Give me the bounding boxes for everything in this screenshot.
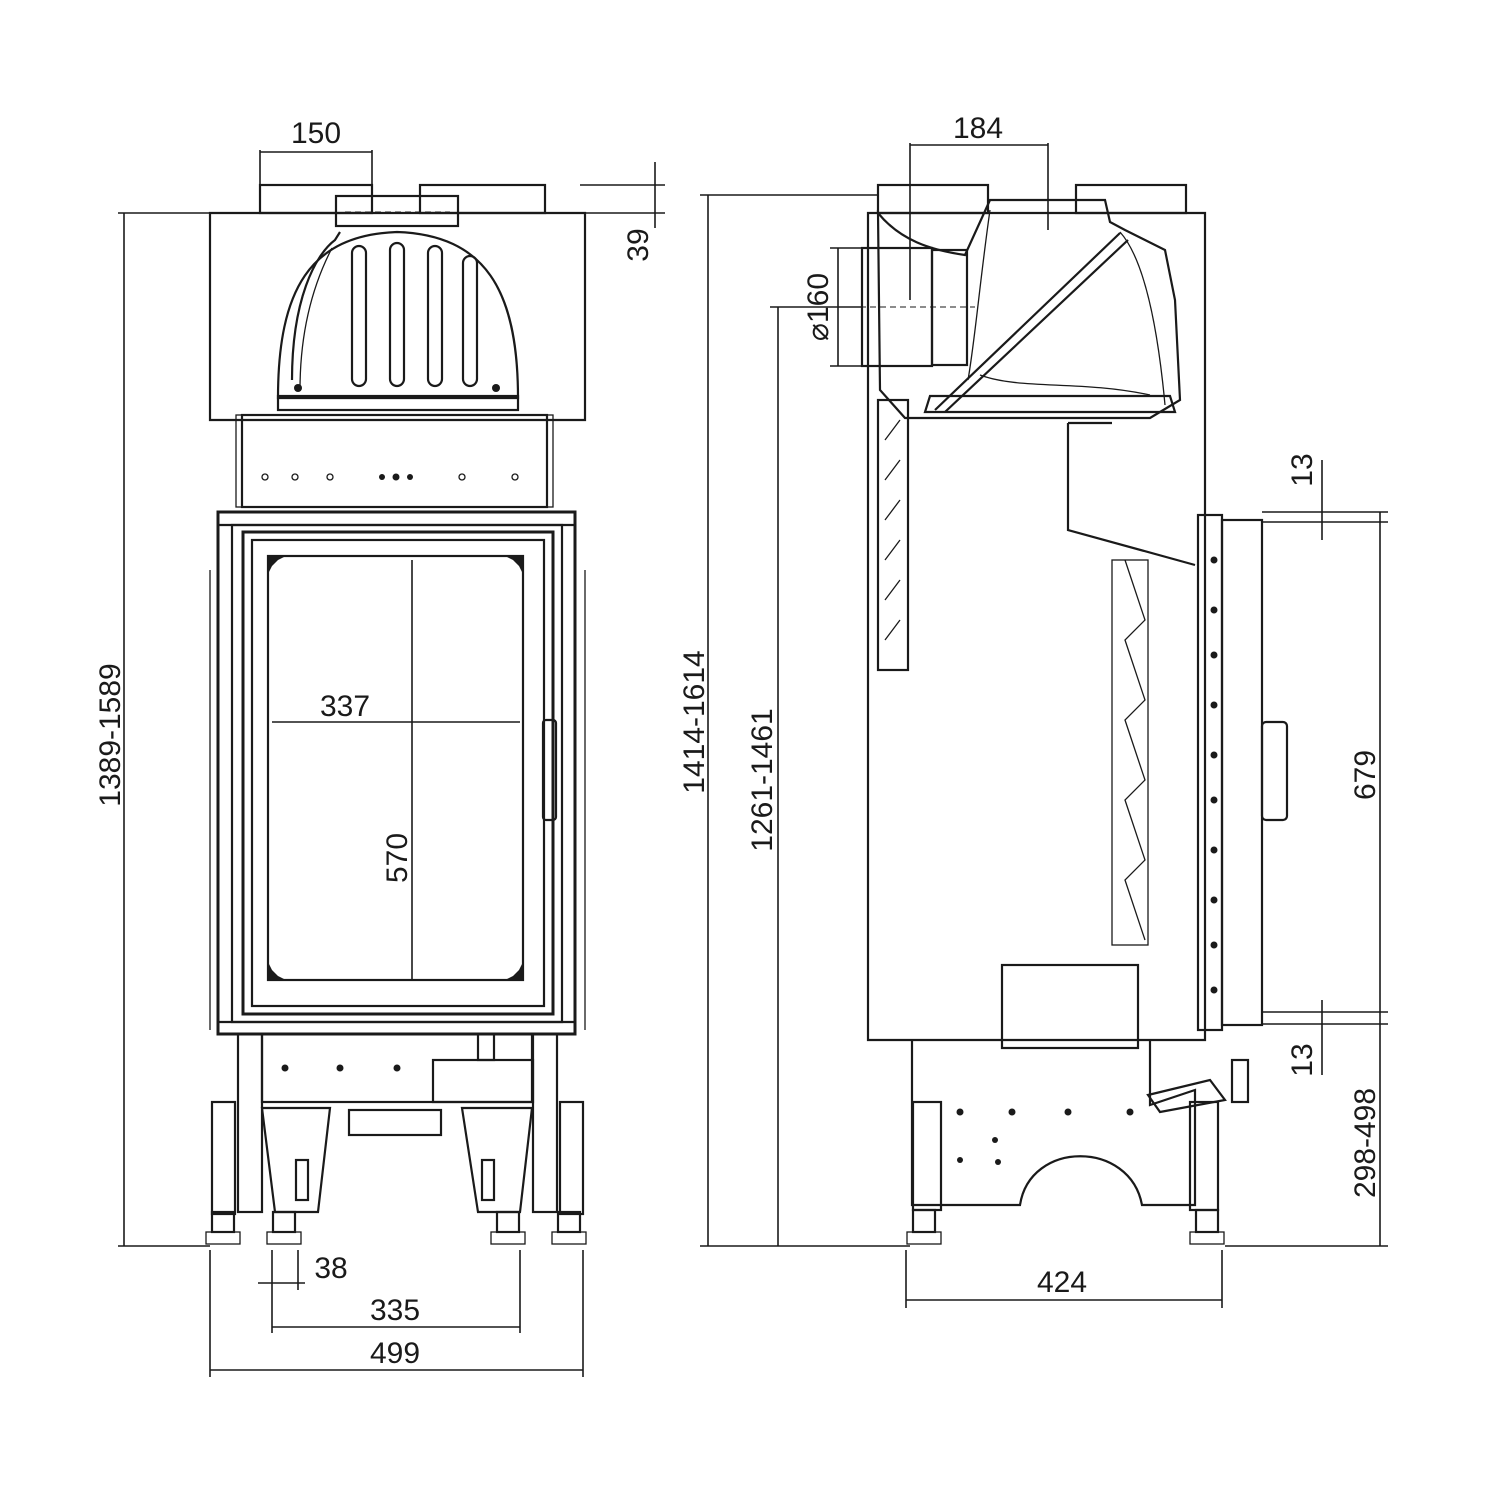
- side-view: [840, 183, 1289, 1245]
- side-door-handle: [1260, 720, 1289, 822]
- front-door: [241, 530, 555, 1016]
- front-heat-exchanger-dome: [276, 230, 520, 400]
- front-legs: [205, 1032, 587, 1245]
- front-dim-top-offset: 39: [622, 228, 655, 261]
- side-baffle: [1066, 423, 1196, 567]
- front-top-flange: [334, 194, 460, 228]
- side-ash-box: [1000, 963, 1140, 1050]
- side-legs: [906, 1100, 1225, 1245]
- side-vent-rear: [1124, 559, 1146, 941]
- side-dim-outlet-offset: 184: [953, 112, 1003, 145]
- side-dim-leg-height: 298-498: [1349, 1088, 1382, 1198]
- side-door-profile: [1196, 513, 1224, 1032]
- front-air-control: [431, 1058, 535, 1104]
- side-stand: [910, 1040, 1197, 1207]
- side-heat-exchanger: [876, 198, 1182, 420]
- front-outlet-right: [418, 183, 547, 215]
- front-dim-total-height: 1389-1589: [94, 663, 127, 806]
- side-body: [866, 211, 1207, 1042]
- side-dim-door-height: 679: [1349, 750, 1382, 800]
- side-dimensions: 184 ⌀160 1414-1614 1261-1461 13 679 13 2…: [678, 112, 1388, 1308]
- front-dim-foot-offset: 38: [314, 1252, 347, 1285]
- side-dim-total-height: 1414-1614: [678, 650, 711, 793]
- front-dimensions: 150 39 1389-1589 337 570 38 335 499: [94, 117, 665, 1377]
- front-view: [205, 183, 587, 1245]
- front-glass: [266, 554, 525, 982]
- front-control-panel: [240, 413, 549, 509]
- side-outlet-left: [876, 183, 990, 215]
- side-dim-flue-height: 1261-1461: [746, 708, 779, 851]
- front-dim-glass-height: 570: [381, 833, 414, 883]
- front-dim-glass-width: 337: [320, 690, 370, 723]
- front-door-handle: [541, 718, 558, 822]
- front-outlet-left: [258, 183, 374, 215]
- front-door-frame: [216, 510, 577, 1036]
- side-dim-door-bottom-gap: 13: [1286, 1043, 1319, 1076]
- side-vent-left: [876, 398, 910, 672]
- front-dome-base: [276, 394, 520, 412]
- front-dim-foot-spacing: 335: [370, 1294, 420, 1327]
- front-dim-total-width: 499: [370, 1337, 420, 1370]
- side-dim-depth: 424: [1037, 1266, 1087, 1299]
- side-dim-door-top-gap: 13: [1286, 453, 1319, 486]
- front-dim-outlet-width: 150: [291, 117, 341, 150]
